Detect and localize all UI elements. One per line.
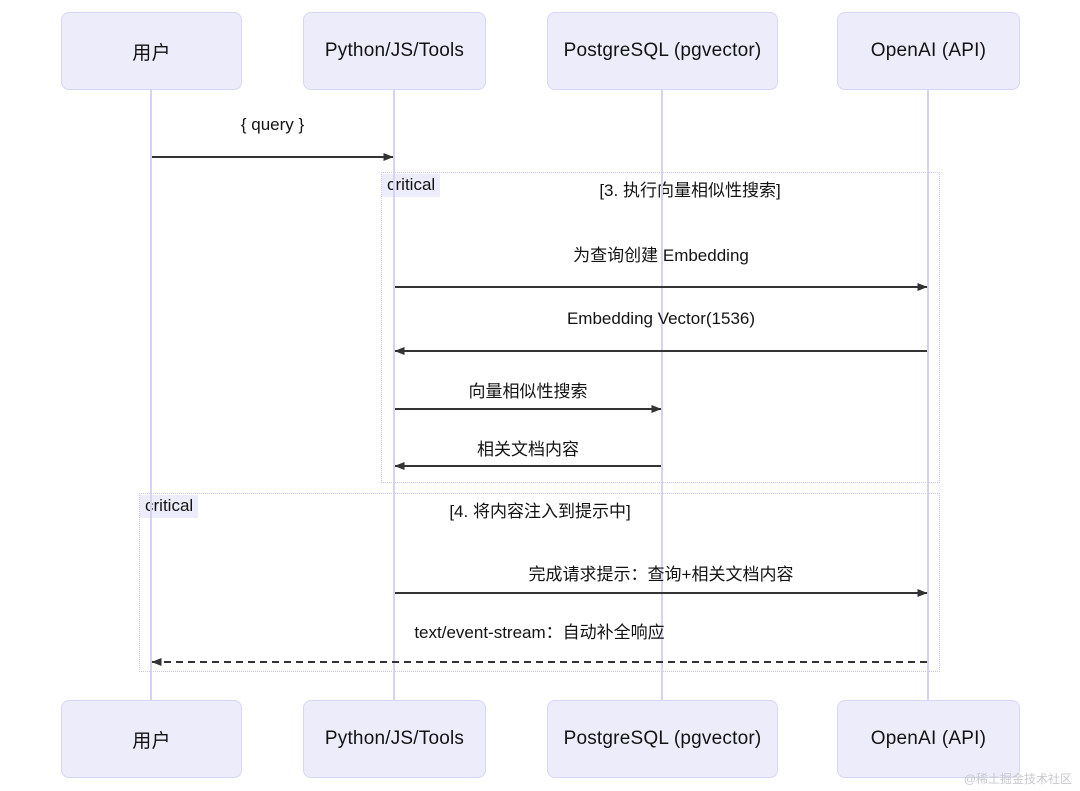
participant-tools-bottom[interactable]: Python/JS/Tools: [303, 700, 486, 778]
message-label-m2: 为查询创建 Embedding: [573, 246, 749, 265]
lifeline-pgvector: [661, 90, 663, 700]
participant-label: OpenAI (API): [870, 40, 987, 61]
message-label-m6: 完成请求提示：查询+相关文档内容: [528, 565, 794, 584]
frag-critical-1: [381, 172, 940, 483]
participant-pgvector-bottom[interactable]: PostgreSQL (pgvector): [547, 700, 778, 778]
frag-critical-2-tag: critical: [140, 495, 199, 519]
message-label-m5: 相关文档内容: [477, 440, 579, 459]
participant-tools-top[interactable]: Python/JS/Tools: [303, 12, 486, 90]
message-label-m3: Embedding Vector(1536): [566, 309, 756, 328]
participant-label: PostgreSQL (pgvector): [563, 40, 762, 61]
frag-critical-2-title: [4. 将内容注入到提示中]: [449, 502, 631, 521]
message-label-m7: text/event-stream：自动补全响应: [414, 623, 665, 642]
participant-pgvector-top[interactable]: PostgreSQL (pgvector): [547, 12, 778, 90]
frag-critical-1-tag: critical: [382, 174, 441, 198]
lifeline-user: [150, 90, 152, 700]
frag-critical-1-title: [3. 执行向量相似性搜索]: [599, 181, 781, 200]
watermark: @稀土掘金技术社区: [963, 772, 1072, 786]
participant-openai-top[interactable]: OpenAI (API): [837, 12, 1020, 90]
participant-user-top[interactable]: 用户: [61, 12, 242, 90]
participant-label: 用户: [132, 42, 171, 64]
participant-label: Python/JS/Tools: [324, 728, 465, 749]
participant-label: Python/JS/Tools: [324, 40, 465, 61]
lifeline-tools: [393, 90, 395, 700]
message-label-m1: { query }: [240, 115, 305, 134]
participant-label: 用户: [132, 730, 171, 752]
message-label-m4: 向量相似性搜索: [468, 382, 588, 401]
lifeline-openai: [927, 90, 929, 700]
participant-user-bottom[interactable]: 用户: [61, 700, 242, 778]
frag-critical-2: [139, 493, 940, 672]
participant-label: PostgreSQL (pgvector): [563, 728, 762, 749]
participant-label: OpenAI (API): [870, 728, 987, 749]
participant-openai-bottom[interactable]: OpenAI (API): [837, 700, 1020, 778]
